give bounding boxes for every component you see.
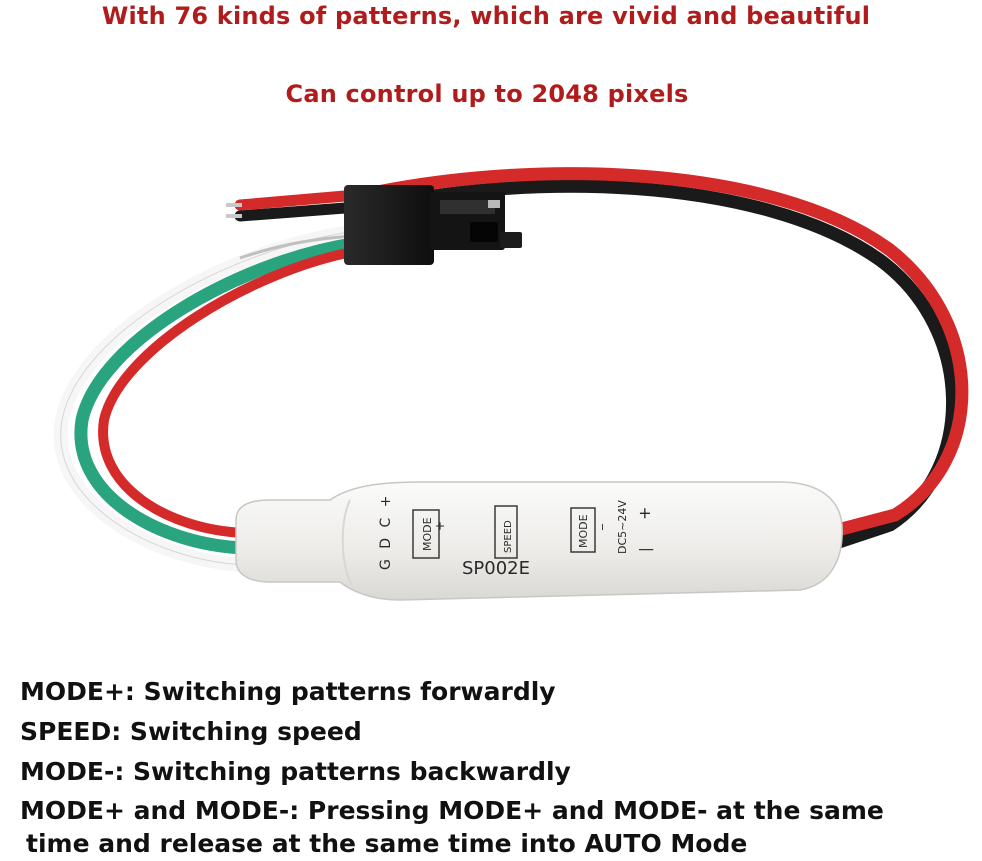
- headline-pixels: Can control up to 2048 pixels: [285, 80, 689, 108]
- svg-text:_: _: [589, 523, 603, 531]
- description-mode-plus: MODE+: Switching patterns forwardly: [20, 677, 556, 706]
- svg-text:+: +: [433, 521, 447, 531]
- mode-minus-button[interactable]: MODE _: [570, 507, 603, 553]
- jst-connector: [344, 185, 522, 265]
- power-wire-pair: [343, 167, 969, 552]
- speed-button[interactable]: SPEED: [494, 505, 518, 559]
- model-label: SP002E: [462, 558, 530, 579]
- svg-text:MODE: MODE: [421, 517, 434, 551]
- signal-wire-bundle: [53, 225, 359, 572]
- description-mode-minus: MODE-: Switching patterns backwardly: [20, 757, 571, 786]
- svg-text:MODE: MODE: [577, 514, 590, 548]
- power-minus-label: |: [638, 547, 654, 552]
- power-leads-left: [226, 190, 351, 222]
- power-plus-label: +: [635, 507, 654, 520]
- mode-plus-button[interactable]: MODE +: [412, 509, 447, 559]
- controller-photo: G D C + MODE + SPEED MODE _ DC5~24V + | …: [53, 167, 969, 601]
- controller-body: [235, 481, 843, 601]
- power-label: DC5~24V: [616, 500, 629, 554]
- pin-labels: G D C +: [378, 493, 394, 571]
- headline-patterns: With 76 kinds of patterns, which are viv…: [101, 2, 871, 30]
- description-auto-mode-line2: time and release at the same time into A…: [26, 829, 748, 858]
- description-auto-mode-line1: MODE+ and MODE-: Pressing MODE+ and MODE…: [20, 796, 884, 825]
- svg-text:SPEED: SPEED: [503, 520, 514, 553]
- description-speed: SPEED: Switching speed: [20, 717, 362, 746]
